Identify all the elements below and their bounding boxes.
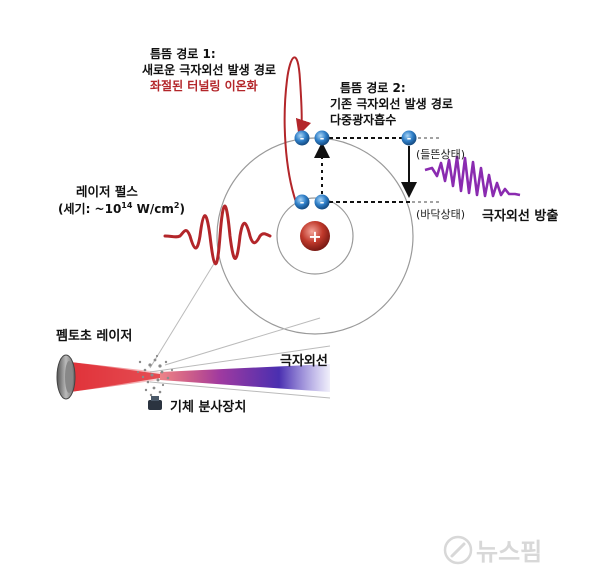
femto-laser-label: 펨토초 레이저 <box>56 328 132 344</box>
gas-injector-label: 기체 분사장치 <box>170 399 246 415</box>
excited-state-label: (들뜬상태) <box>416 148 465 161</box>
electron-icon: - <box>401 130 417 146</box>
path1-arrow <box>283 56 312 203</box>
electron-sign: - <box>320 132 325 145</box>
electron-icon: - <box>294 130 310 146</box>
electron-sign: - <box>407 132 412 145</box>
path1-mechanism: 좌절된 터널링 이온화 <box>150 78 258 93</box>
euv-emission-wave <box>424 155 521 198</box>
laser-source-icon <box>56 354 76 400</box>
euv-beam <box>160 364 330 392</box>
laser-beam-diverge <box>70 362 160 392</box>
laser-pulse-label: 레이저 펄스 <box>76 184 138 199</box>
laser-pulse-wave <box>163 204 272 266</box>
intensity-label: (세기: ~1014 W/cm2) <box>58 201 185 216</box>
electron-sign: - <box>300 132 305 145</box>
watermark: 뉴스핌 <box>443 535 542 566</box>
path2-mechanism: 다중광자흡수 <box>330 112 396 127</box>
watermark-logo-mark <box>450 542 466 558</box>
projection-line-right <box>164 317 321 366</box>
nucleus-icon: + <box>300 221 330 251</box>
gas-nozzle-icon <box>148 396 162 410</box>
electron-icon: - <box>294 194 310 210</box>
electron-icon: - <box>314 194 330 210</box>
gas-cloud <box>137 354 174 397</box>
inner-orbit <box>276 197 354 275</box>
euv-label: 극자외선 <box>280 353 328 369</box>
divergence-line-upper <box>149 345 331 373</box>
euv-emission-label: 극자외선 방출 <box>482 208 558 224</box>
electron-sign: - <box>300 196 305 209</box>
path2-description: 기존 극자외선 발생 경로 <box>330 96 453 111</box>
path2-title: 틈뜸 경로 2: <box>340 80 406 95</box>
path1-description: 새로운 극자외선 발생 경로 <box>142 62 276 77</box>
ground-state-label: (바닥상태) <box>416 208 465 221</box>
electron-icon: - <box>314 130 330 146</box>
path1-title: 틈뜸 경로 1: <box>150 46 216 61</box>
projection-line-left <box>149 261 216 369</box>
electron-sign: - <box>320 196 325 209</box>
watermark-text: 뉴스핌 <box>476 538 542 566</box>
watermark-logo-icon <box>443 535 473 565</box>
divergence-line-lower <box>149 381 331 399</box>
nucleus-sign: + <box>308 227 321 246</box>
